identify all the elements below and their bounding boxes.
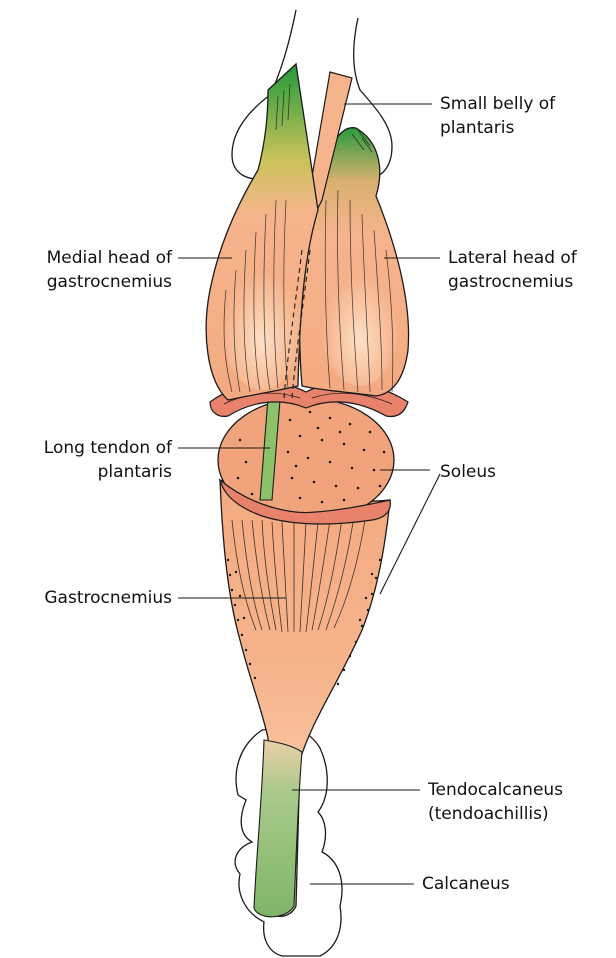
label-lateral-head: Lateral head of gastrocnemius — [448, 246, 577, 294]
label-line-1: Long tendon of — [8, 436, 172, 460]
label-soleus: Soleus — [440, 460, 496, 484]
label-line-1: Small belly of — [440, 92, 555, 116]
label-tendocalcaneus: Tendocalcaneus (tendoachillis) — [428, 778, 563, 826]
label-line-1: Lateral head of — [448, 246, 577, 270]
label-line-2: plantaris — [8, 460, 172, 484]
label-medial-head: Medial head of gastrocnemius — [8, 246, 172, 294]
label-long-tendon-plantaris: Long tendon of plantaris — [8, 436, 172, 484]
label-line-2: gastrocnemius — [8, 270, 172, 294]
label-gastrocnemius: Gastrocnemius — [8, 586, 172, 610]
label-line-1: Soleus — [440, 460, 496, 484]
label-calcaneus: Calcaneus — [422, 872, 510, 896]
label-line-2: plantaris — [440, 116, 555, 140]
medial-head-highlight — [220, 250, 304, 390]
label-line-2: (tendoachillis) — [428, 802, 563, 826]
label-small-belly-plantaris: Small belly of plantaris — [440, 92, 555, 140]
lateral-head-highlight — [320, 254, 400, 386]
label-line-1: Gastrocnemius — [8, 586, 172, 610]
label-line-2: gastrocnemius — [448, 270, 577, 294]
label-line-1: Calcaneus — [422, 872, 510, 896]
label-line-1: Medial head of — [8, 246, 172, 270]
label-line-1: Tendocalcaneus — [428, 778, 563, 802]
